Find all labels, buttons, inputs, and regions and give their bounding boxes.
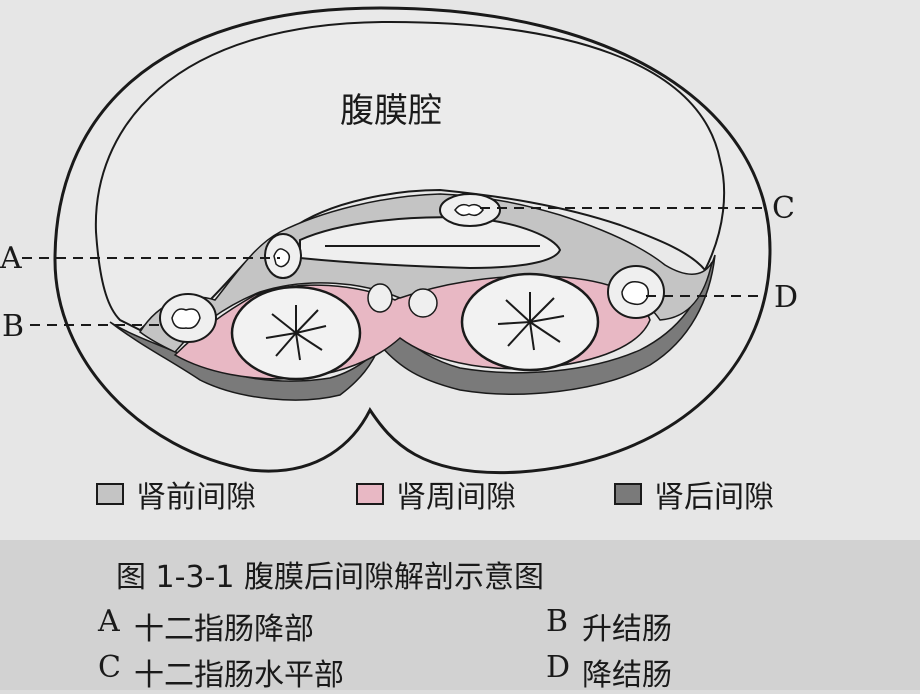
legend-label-anterior: 肾前间隙 (136, 480, 256, 515)
pointer-d-label: D (774, 280, 798, 315)
aorta (408, 288, 438, 318)
key-letter: D (546, 650, 571, 685)
legend-item-perirenal: 肾周间隙 (356, 472, 516, 516)
key-letter: A (98, 604, 120, 639)
pointer-a-label: A (0, 241, 22, 276)
pointer-c-label: C (772, 191, 795, 226)
key-letter: B (546, 604, 569, 639)
key-item-b: B 升结肠 (546, 604, 672, 648)
legend-label-perirenal: 肾周间隙 (396, 480, 516, 515)
key-item-d: D 降结肠 (546, 650, 672, 694)
legend-swatch-anterior (96, 483, 124, 505)
key-text: 升结肠 (582, 612, 672, 647)
ivc (367, 283, 393, 313)
posterior-space (109, 254, 716, 401)
caption-band (0, 540, 920, 690)
key-item-c: C 十二指肠水平部 (98, 650, 344, 694)
legend-swatch-perirenal (356, 483, 384, 505)
key-item-a: A 十二指肠降部 (98, 604, 314, 648)
legend-item-anterior: 肾前间隙 (96, 472, 256, 516)
legend: 肾前间隙 肾周间隙 肾后间隙 (0, 472, 920, 522)
legend-swatch-posterior (614, 483, 642, 505)
key-text: 降结肠 (582, 658, 672, 693)
legend-item-posterior: 肾后间隙 (614, 472, 774, 516)
cavity-label: 腹膜腔 (340, 91, 442, 131)
duodenum-horizontal (299, 216, 562, 270)
right-kidney-hilum (265, 305, 327, 361)
key-text: 十二指肠降部 (134, 612, 314, 647)
key-letter: C (98, 650, 121, 685)
figure-caption: 图 1-3-1 腹膜后间隙解剖示意图 (116, 560, 544, 595)
legend-label-posterior: 肾后间隙 (654, 480, 774, 515)
left-kidney-hilum (497, 292, 565, 351)
key-text: 十二指肠水平部 (134, 658, 344, 693)
retroperitoneal-diagram: 腹膜腔 A B C D (0, 6, 798, 475)
pointer-b-label: B (2, 309, 24, 344)
